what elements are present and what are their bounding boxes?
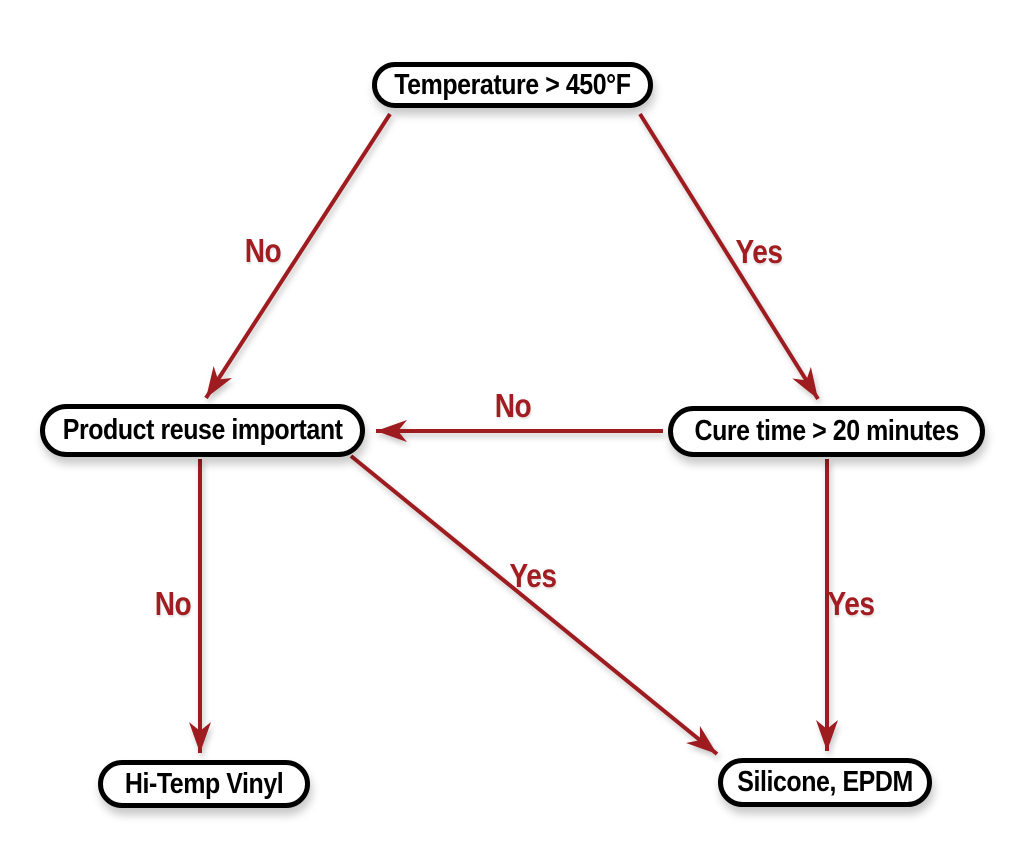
edge-temperature-no-to-product-reuse [204, 112, 392, 400]
edge-label-yes-product-silicone: Yes [509, 557, 557, 594]
edge-label-no-cure-product: No [494, 387, 532, 424]
node-product-reuse-label: Product reuse important [62, 414, 343, 446]
edge-label-yes-cure-silicone: Yes [827, 585, 875, 622]
node-silicone-epdm: Silicone, EPDM [718, 758, 932, 807]
node-temperature: Temperature > 450°F [372, 62, 653, 108]
node-silicone-epdm-label: Silicone, EPDM [737, 766, 913, 798]
edge-label-no-temperature-product: No [244, 232, 282, 269]
node-temperature-label: Temperature > 450°F [394, 68, 631, 101]
edge-product-reuse-yes-to-silicone-epdm [349, 454, 719, 756]
node-hi-temp-vinyl: Hi-Temp Vinyl [98, 760, 310, 808]
node-hi-temp-vinyl-label: Hi-Temp Vinyl [124, 767, 284, 800]
edge-temperature-yes-to-cure-time [638, 112, 820, 401]
node-cure-time: Cure time > 20 minutes [668, 406, 985, 457]
edge-label-yes-temperature-cure: Yes [735, 233, 783, 270]
edge-label-no-product-vinyl: No [154, 585, 192, 622]
node-product-reuse: Product reuse important [40, 404, 365, 457]
node-cure-time-label: Cure time > 20 minutes [694, 415, 959, 447]
